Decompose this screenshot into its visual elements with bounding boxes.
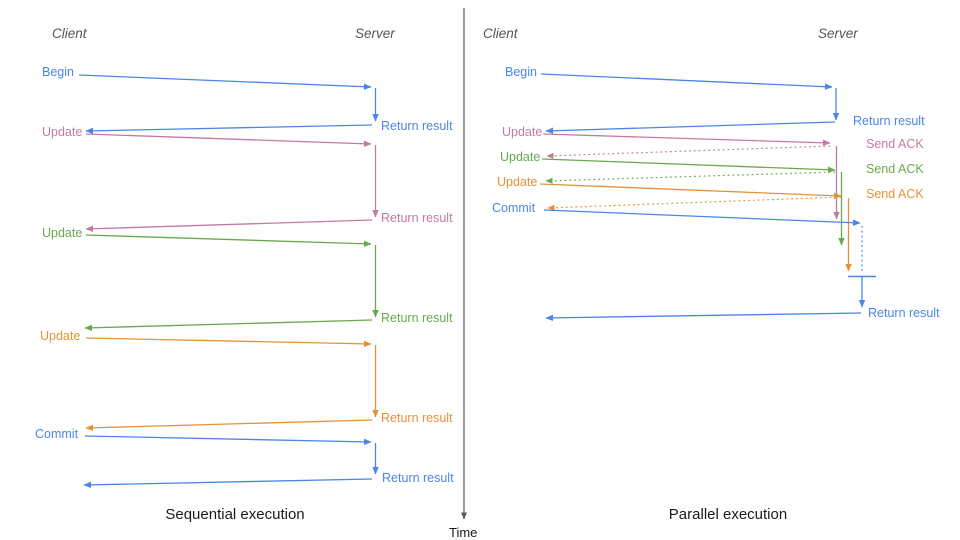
response-label: Return result bbox=[382, 471, 454, 485]
ack-arrow bbox=[545, 171, 836, 184]
ack-label: Send ACK bbox=[866, 187, 924, 201]
request-label: Begin bbox=[505, 65, 537, 79]
response-arrow bbox=[83, 478, 373, 489]
response-arrow bbox=[85, 124, 373, 135]
request-arrow bbox=[78, 74, 372, 90]
server-heading: Server bbox=[355, 26, 395, 41]
time-axis-label: Time bbox=[449, 525, 477, 540]
ack-label: Send ACK bbox=[866, 162, 924, 176]
message-commit: Commit Return result bbox=[492, 201, 940, 322]
response-arrow bbox=[85, 219, 373, 233]
message-update-2: Update Send ACK bbox=[500, 150, 924, 246]
response-arrow bbox=[545, 121, 836, 135]
request-label: Update bbox=[40, 329, 80, 343]
client-heading: Client bbox=[483, 26, 519, 41]
response-label: Return result bbox=[381, 119, 453, 133]
response-label: Return result bbox=[868, 306, 940, 320]
response-arrow bbox=[84, 319, 373, 332]
response-arrow bbox=[545, 312, 862, 322]
message-update-1: Update Send ACK bbox=[502, 125, 924, 220]
request-arrow bbox=[539, 183, 842, 199]
ack-arrow bbox=[546, 145, 831, 159]
message-update-3: Update Return result bbox=[40, 329, 453, 432]
panel-caption: Parallel execution bbox=[669, 506, 787, 523]
response-label: Return result bbox=[853, 114, 925, 128]
ack-label: Send ACK bbox=[866, 137, 924, 151]
message-begin: Begin Return result bbox=[42, 65, 453, 135]
request-label: Update bbox=[497, 175, 537, 189]
request-arrow bbox=[542, 133, 831, 147]
panel-caption: Sequential execution bbox=[165, 506, 304, 523]
request-label: Update bbox=[502, 125, 542, 139]
server-heading: Server bbox=[818, 26, 858, 41]
ack-arrow bbox=[547, 196, 842, 211]
response-label: Return result bbox=[381, 211, 453, 225]
request-label: Update bbox=[500, 150, 540, 164]
response-label: Return result bbox=[381, 311, 453, 325]
request-arrow bbox=[85, 234, 372, 248]
request-label: Commit bbox=[492, 201, 536, 215]
request-label: Begin bbox=[42, 65, 74, 79]
time-axis: Time bbox=[449, 8, 477, 540]
request-arrow bbox=[84, 435, 372, 446]
message-begin: Begin Return result bbox=[505, 65, 925, 135]
request-label: Update bbox=[42, 226, 82, 240]
message-update-2: Update Return result bbox=[42, 226, 453, 332]
message-commit: Commit Return result bbox=[35, 427, 454, 489]
message-update-1: Update Return result bbox=[42, 125, 453, 233]
request-arrow bbox=[543, 209, 861, 226]
client-heading: Client bbox=[52, 26, 88, 41]
parallel-panel: Client Server Begin Return result Update… bbox=[483, 26, 940, 523]
request-label: Commit bbox=[35, 427, 79, 441]
request-arrow bbox=[540, 73, 833, 90]
request-arrow bbox=[541, 158, 836, 173]
request-label: Update bbox=[42, 125, 82, 139]
response-arrow bbox=[85, 419, 373, 432]
sequential-panel: Client Server Begin Return result Update… bbox=[35, 26, 454, 523]
request-arrow bbox=[85, 133, 372, 147]
response-label: Return result bbox=[381, 411, 453, 425]
message-update-3: Update Send ACK bbox=[497, 175, 924, 272]
request-arrow bbox=[85, 337, 372, 348]
